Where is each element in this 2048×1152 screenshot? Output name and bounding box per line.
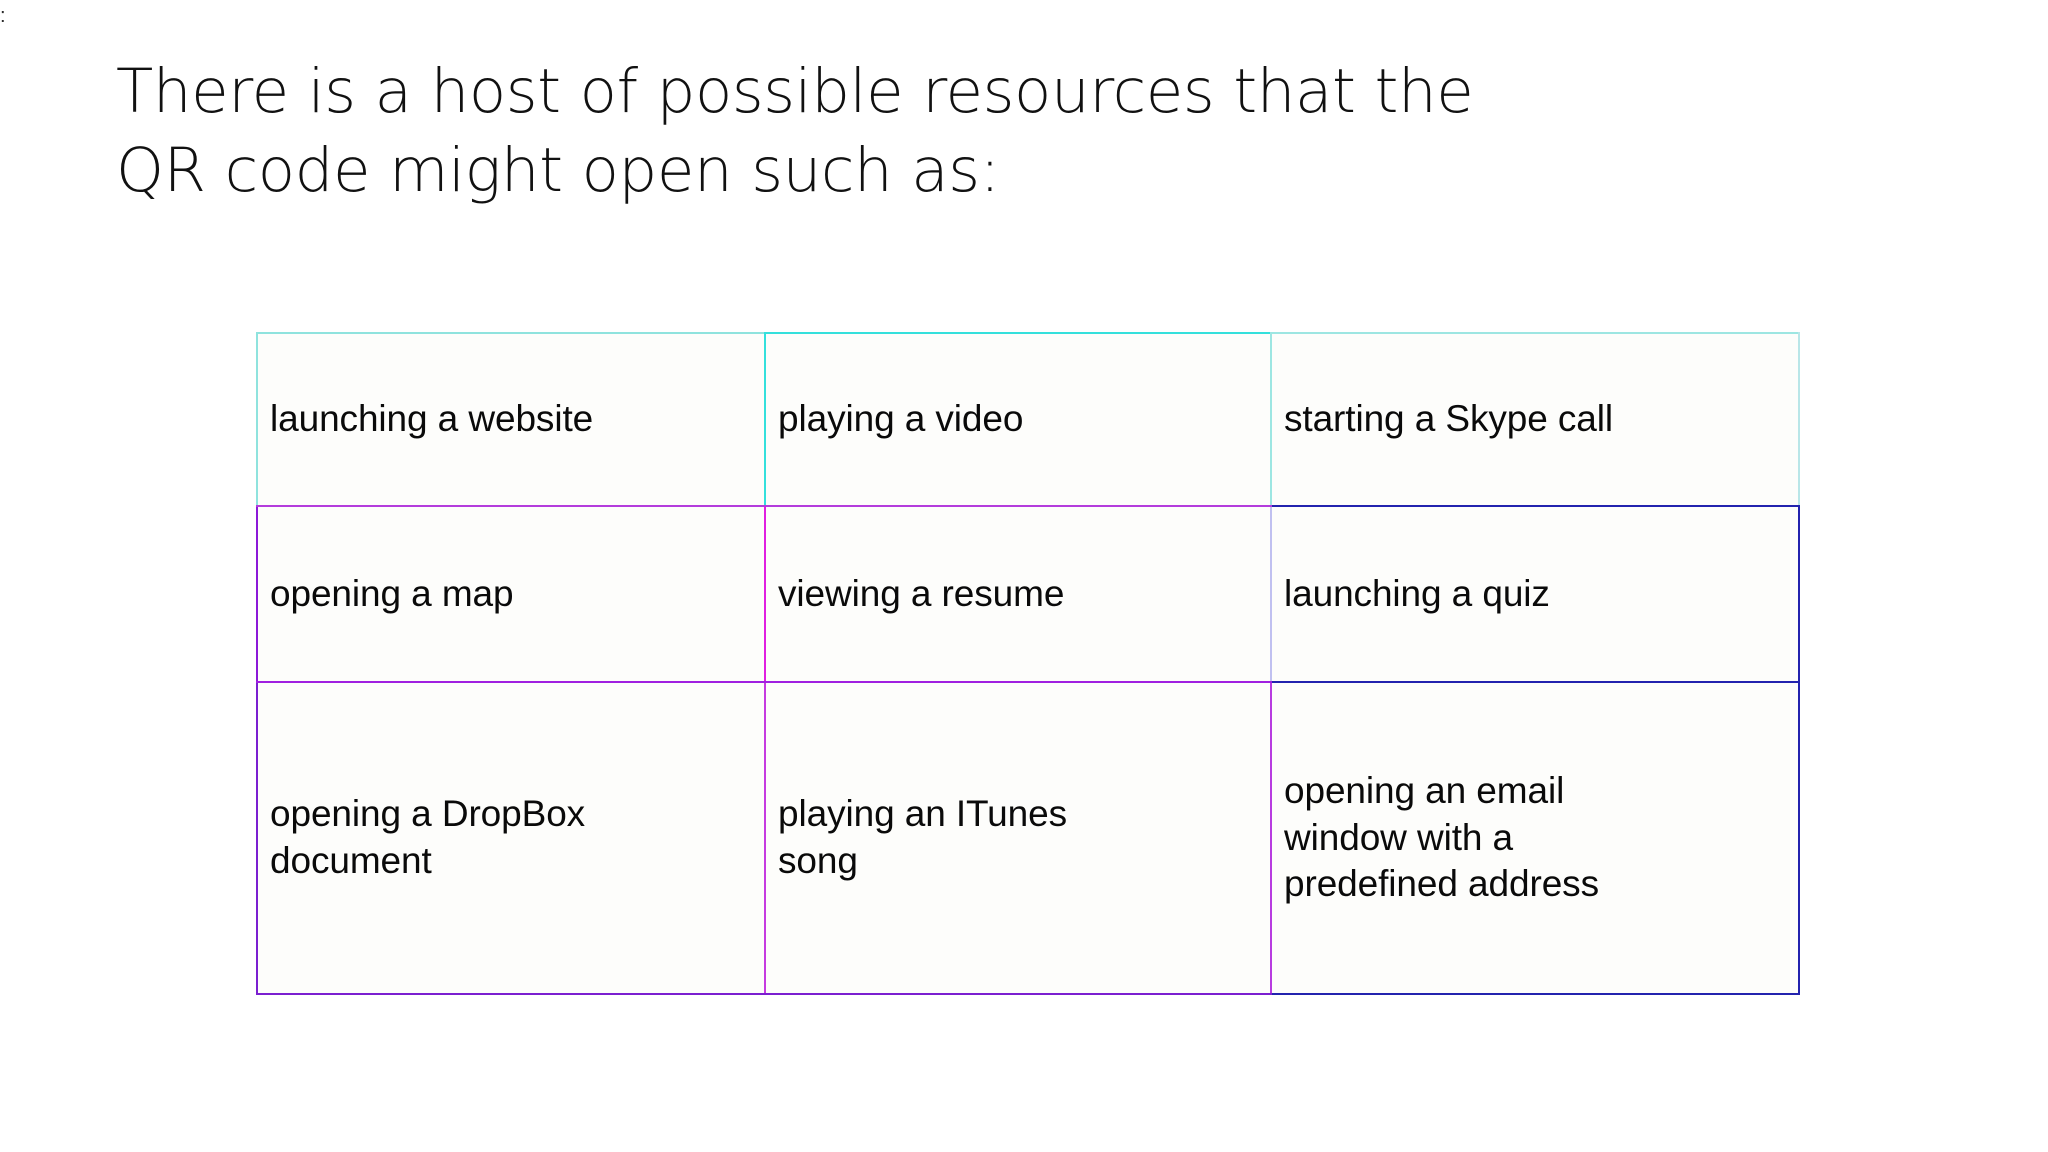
table-row: opening a map viewing a resume launching…	[256, 505, 1800, 683]
table-cell-starting-a-skype-call[interactable]: starting a Skype call	[1270, 332, 1800, 507]
page-title: There is a host of possible resources th…	[116, 56, 1474, 207]
table-cell-playing-an-itunes-song[interactable]: playing an ITunes song	[764, 681, 1272, 995]
table-cell-opening-a-dropbox-document[interactable]: opening a DropBox document	[256, 681, 766, 995]
corner-colon-mark: :	[0, 5, 6, 27]
resources-table: launching a website playing a video star…	[256, 332, 1800, 995]
table-row: launching a website playing a video star…	[256, 332, 1800, 507]
table-cell-playing-a-video[interactable]: playing a video	[764, 332, 1272, 507]
table-cell-launching-a-quiz[interactable]: launching a quiz	[1270, 505, 1800, 683]
table-row: opening a DropBox document playing an IT…	[256, 681, 1800, 995]
table-cell-launching-a-website[interactable]: launching a website	[256, 332, 766, 507]
table-cell-opening-a-map[interactable]: opening a map	[256, 505, 766, 683]
table-cell-viewing-a-resume[interactable]: viewing a resume	[764, 505, 1272, 683]
table-cell-opening-an-email-window[interactable]: opening an email window with a predefine…	[1270, 681, 1800, 995]
